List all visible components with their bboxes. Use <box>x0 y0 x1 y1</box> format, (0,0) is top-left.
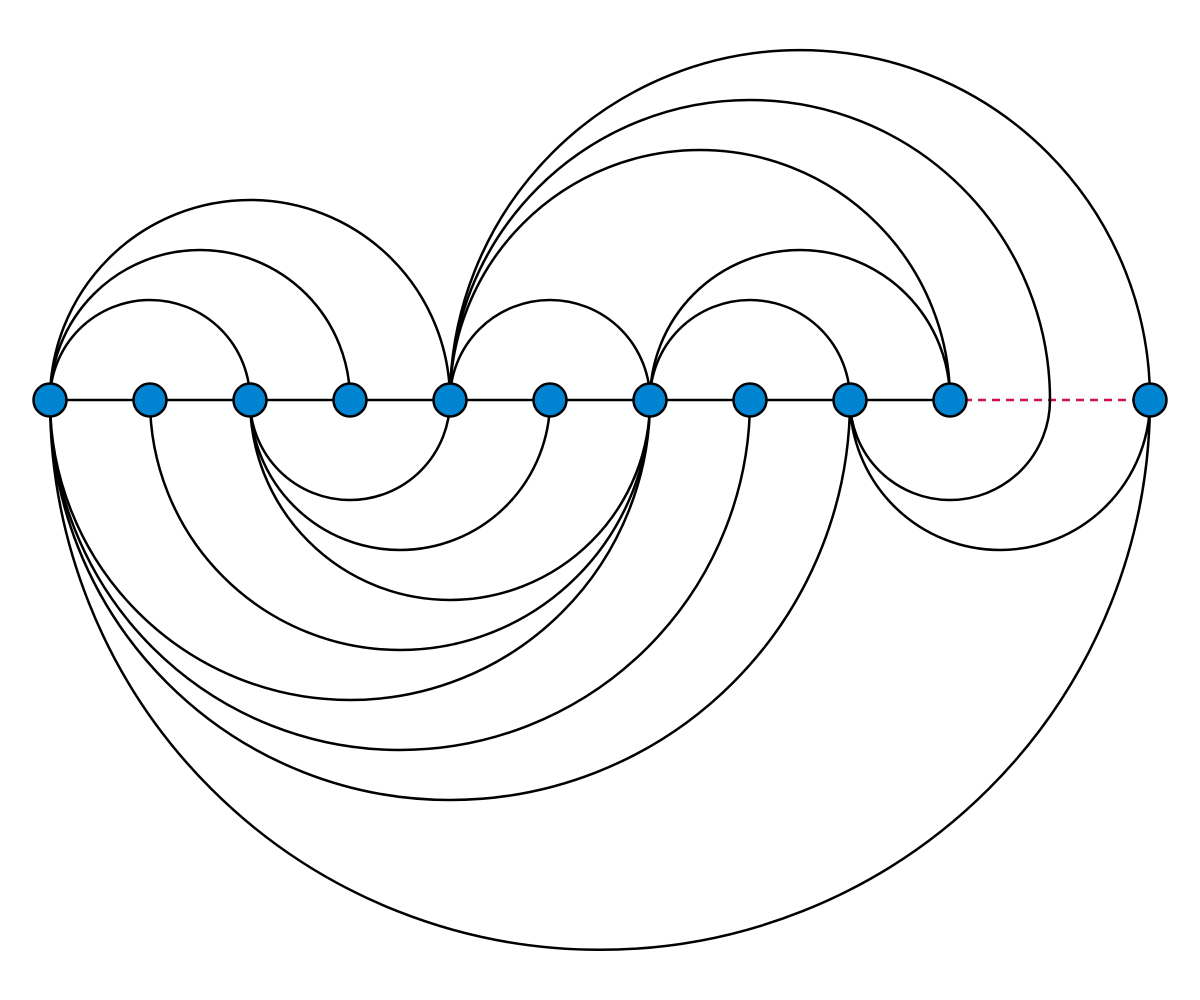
arc-edge-0-6 <box>48 399 652 702</box>
node-7 <box>732 382 768 418</box>
node-2 <box>232 382 268 418</box>
node-3 <box>332 382 368 418</box>
nodes-layer <box>32 382 1168 418</box>
node-1 <box>132 382 168 418</box>
node-5 <box>532 382 568 418</box>
arc-edge-0-10 <box>48 399 1152 952</box>
arc-edge-8-10 <box>848 399 1152 552</box>
node-8 <box>832 382 868 418</box>
arc-edge-4-6 <box>448 298 652 401</box>
arc-edge-4-8 <box>448 98 1052 502</box>
arc-edge-0-4 <box>48 198 452 401</box>
arc-edge-4-9 <box>448 148 952 401</box>
arc-edge-0-8 <box>48 399 852 802</box>
node-10 <box>1132 382 1168 418</box>
arc-edge-1-6 <box>148 399 652 652</box>
arc-edge-6-9 <box>648 248 952 401</box>
arc-edge-0-2 <box>48 298 252 401</box>
arc-edge-2-5 <box>248 399 552 552</box>
node-9 <box>932 382 968 418</box>
arc-edge-4-10 <box>448 48 1152 401</box>
arc-edge-2-6 <box>248 399 652 602</box>
arc-edge-2-4 <box>248 399 452 502</box>
arc-edge-6-8 <box>648 298 852 401</box>
arc-edge-0-7 <box>48 399 752 752</box>
arc-edge-0-3 <box>48 248 352 401</box>
node-6 <box>632 382 668 418</box>
node-4 <box>432 382 468 418</box>
edges-layer <box>48 48 1152 952</box>
node-0 <box>32 382 68 418</box>
